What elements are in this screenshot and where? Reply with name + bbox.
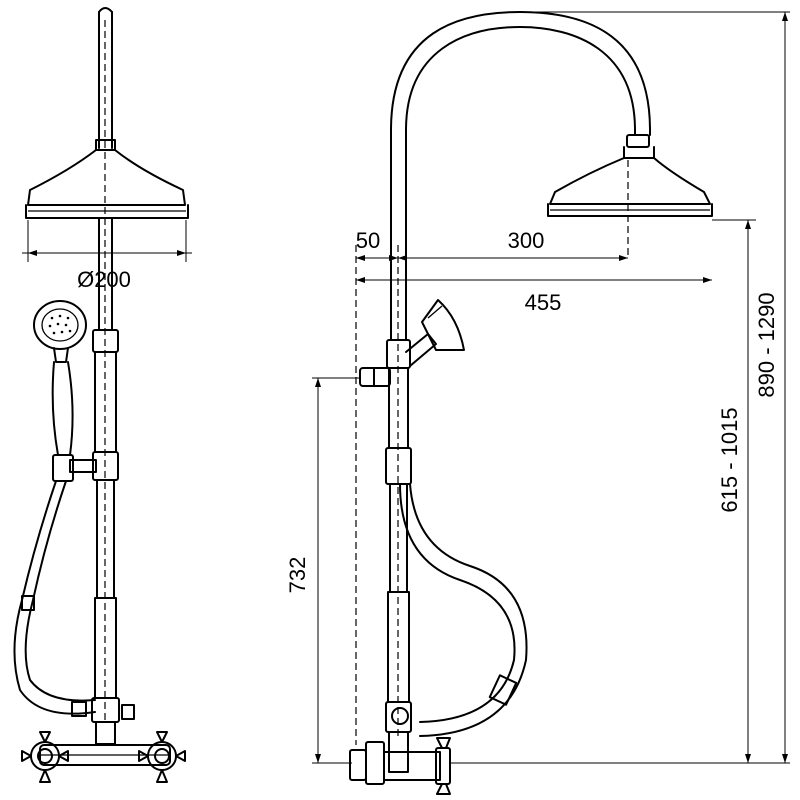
arm-300-label: 300 [508,228,545,253]
side-view [350,12,712,794]
projection-455-label: 455 [525,290,562,315]
dimension-vertical: 732 615 - 1015 890 - 1290 [285,12,790,763]
side-hand-shower [360,300,464,386]
height-732-label: 732 [285,557,310,594]
front-shower-head [26,130,188,218]
dimension-horizontal: 50 300 455 [356,228,712,315]
offset-50-label: 50 [356,228,380,253]
side-shower-hose [392,484,527,736]
dimension-diameter: Ø200 [22,220,192,292]
right-cross-handle [139,732,185,782]
front-view: Ø200 [14,8,192,782]
diameter-label: Ø200 [77,267,131,292]
height-890-1290-label: 890 - 1290 [754,292,779,397]
side-mixer-valve [350,738,450,794]
front-hand-shower [14,301,96,716]
side-shower-head [548,135,712,216]
left-cross-handle [22,732,68,782]
height-615-1015-label: 615 - 1015 [717,407,742,512]
